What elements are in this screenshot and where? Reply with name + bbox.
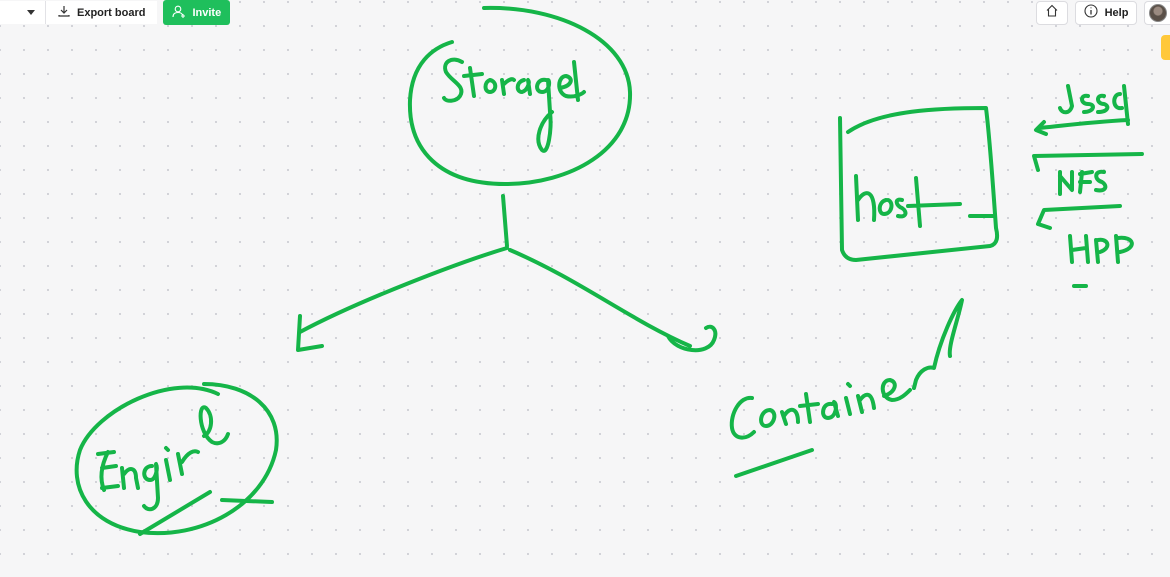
nfs-word-stroke bbox=[1058, 170, 1074, 196]
help-button[interactable]: Help bbox=[1075, 0, 1137, 25]
board-menu-dropdown[interactable] bbox=[0, 1, 46, 24]
container-word-stroke bbox=[729, 395, 756, 440]
help-label: Help bbox=[1104, 6, 1129, 19]
left-arrow-head bbox=[296, 314, 324, 352]
top-toolbar-right: Help bbox=[1036, 0, 1170, 25]
nfs-arrow bbox=[1032, 152, 1144, 172]
connector-stem bbox=[501, 194, 509, 248]
host-word-stroke bbox=[854, 174, 877, 222]
connector-right-branch bbox=[508, 248, 692, 348]
export-board-label: Export board bbox=[77, 6, 146, 19]
chevron-down-icon bbox=[27, 10, 35, 15]
storage-word-stroke bbox=[442, 57, 464, 103]
hdp-arrow bbox=[1036, 204, 1122, 230]
home-button[interactable] bbox=[1036, 0, 1068, 25]
engine-word-stroke bbox=[96, 450, 120, 492]
storage-circle-stroke bbox=[407, 5, 633, 186]
info-icon bbox=[1084, 4, 1098, 21]
export-board-button[interactable]: Export board bbox=[46, 1, 158, 24]
invite-label: Invite bbox=[192, 6, 222, 19]
user-menu-button[interactable] bbox=[1144, 0, 1170, 25]
top-toolbar-left: Export board Invite bbox=[0, 0, 231, 25]
iscsi-word-stroke bbox=[1058, 84, 1074, 115]
home-icon bbox=[1045, 4, 1059, 22]
hdp-word-stroke bbox=[1068, 234, 1090, 264]
download-icon bbox=[58, 5, 70, 20]
iscsi-arrow bbox=[1034, 118, 1130, 136]
side-panel-tab[interactable] bbox=[1161, 35, 1170, 60]
add-user-icon bbox=[172, 5, 186, 21]
avatar bbox=[1148, 3, 1167, 22]
invite-button[interactable]: Invite bbox=[163, 0, 231, 25]
host-box-stroke bbox=[838, 106, 1000, 262]
right-arrow-head bbox=[666, 324, 718, 353]
connector-left-branch bbox=[298, 246, 509, 334]
